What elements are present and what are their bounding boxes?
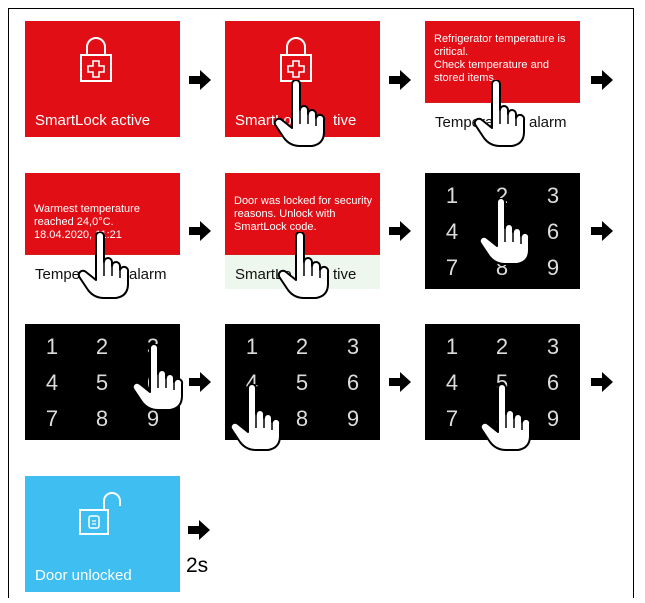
- right-arrow-icon: [591, 70, 613, 90]
- tap-hand-icon: [478, 198, 531, 265]
- key-1[interactable]: 1: [45, 334, 59, 359]
- tap-hand-icon: [229, 384, 282, 451]
- warmest-message: Warmest temperature reached 24,0°C. 18.0…: [34, 203, 140, 241]
- key-4[interactable]: 4: [445, 370, 459, 395]
- key-9[interactable]: 9: [546, 255, 560, 280]
- tap-hand-icon: [473, 80, 526, 147]
- right-arrow-icon: [389, 70, 411, 90]
- smartlock-bar-label-end: tive: [333, 266, 357, 283]
- key-6[interactable]: 6: [546, 219, 560, 244]
- key-8[interactable]: 8: [95, 406, 109, 431]
- tap-hand-icon: [131, 344, 184, 411]
- key-1[interactable]: 1: [445, 183, 459, 208]
- key-4[interactable]: 4: [45, 370, 59, 395]
- key-3[interactable]: 3: [546, 334, 560, 359]
- right-arrow-icon: [591, 372, 613, 392]
- diagram-frame: [8, 8, 634, 598]
- key-1[interactable]: 1: [445, 334, 459, 359]
- key-9[interactable]: 9: [346, 406, 360, 431]
- right-arrow-icon: [389, 221, 411, 241]
- key-6[interactable]: 6: [546, 370, 560, 395]
- duration-label: 2s: [186, 554, 209, 577]
- key-3[interactable]: 3: [546, 183, 560, 208]
- key-9[interactable]: 9: [546, 406, 560, 431]
- alarm-bar-label: Temper: [35, 266, 86, 283]
- smartlock-bar-label: SmartLo: [235, 266, 292, 283]
- right-arrow-icon: [389, 372, 411, 392]
- tap-hand-icon: [77, 232, 130, 299]
- alarm-bar-label-end: alarm: [129, 266, 167, 283]
- tap-hand-icon: [273, 80, 326, 147]
- key-4[interactable]: 4: [445, 219, 459, 244]
- key-2[interactable]: 2: [295, 334, 309, 359]
- door-unlocked-panel: Door unlocked: [25, 476, 180, 592]
- key-5[interactable]: 5: [95, 370, 109, 395]
- tap-hand-icon: [479, 384, 532, 451]
- alarm-bar-label-end: alarm: [529, 114, 567, 131]
- right-arrow-icon: [188, 520, 210, 540]
- key-2[interactable]: 2: [495, 334, 509, 359]
- right-arrow-icon: [189, 70, 211, 90]
- key-8[interactable]: 8: [295, 406, 309, 431]
- key-1[interactable]: 1: [245, 334, 259, 359]
- tap-hand-icon: [277, 232, 330, 299]
- right-arrow-icon: [189, 221, 211, 241]
- alarm-message: Refrigerator temperature is critical. Ch…: [434, 33, 566, 84]
- panel-label: SmartLock active: [35, 112, 151, 129]
- key-7[interactable]: 7: [445, 255, 459, 280]
- padlock-medical-icon: [280, 37, 312, 82]
- door-unlocked-label: Door unlocked: [35, 567, 132, 584]
- panel-label-end: tive: [333, 112, 357, 129]
- smartlock-active-panel: SmartLock active: [25, 21, 180, 137]
- key-2[interactable]: 2: [95, 334, 109, 359]
- key-7[interactable]: 7: [45, 406, 59, 431]
- key-6[interactable]: 6: [346, 370, 360, 395]
- key-5[interactable]: 5: [295, 370, 309, 395]
- key-9[interactable]: 9: [146, 406, 160, 431]
- key-3[interactable]: 3: [346, 334, 360, 359]
- padlock-medical-icon: [80, 37, 112, 82]
- right-arrow-icon: [591, 221, 613, 241]
- right-arrow-icon: [189, 372, 211, 392]
- door-locked-message: Door was locked for security reasons. Un…: [234, 195, 373, 233]
- open-padlock-icon: [79, 492, 121, 535]
- key-7[interactable]: 7: [445, 406, 459, 431]
